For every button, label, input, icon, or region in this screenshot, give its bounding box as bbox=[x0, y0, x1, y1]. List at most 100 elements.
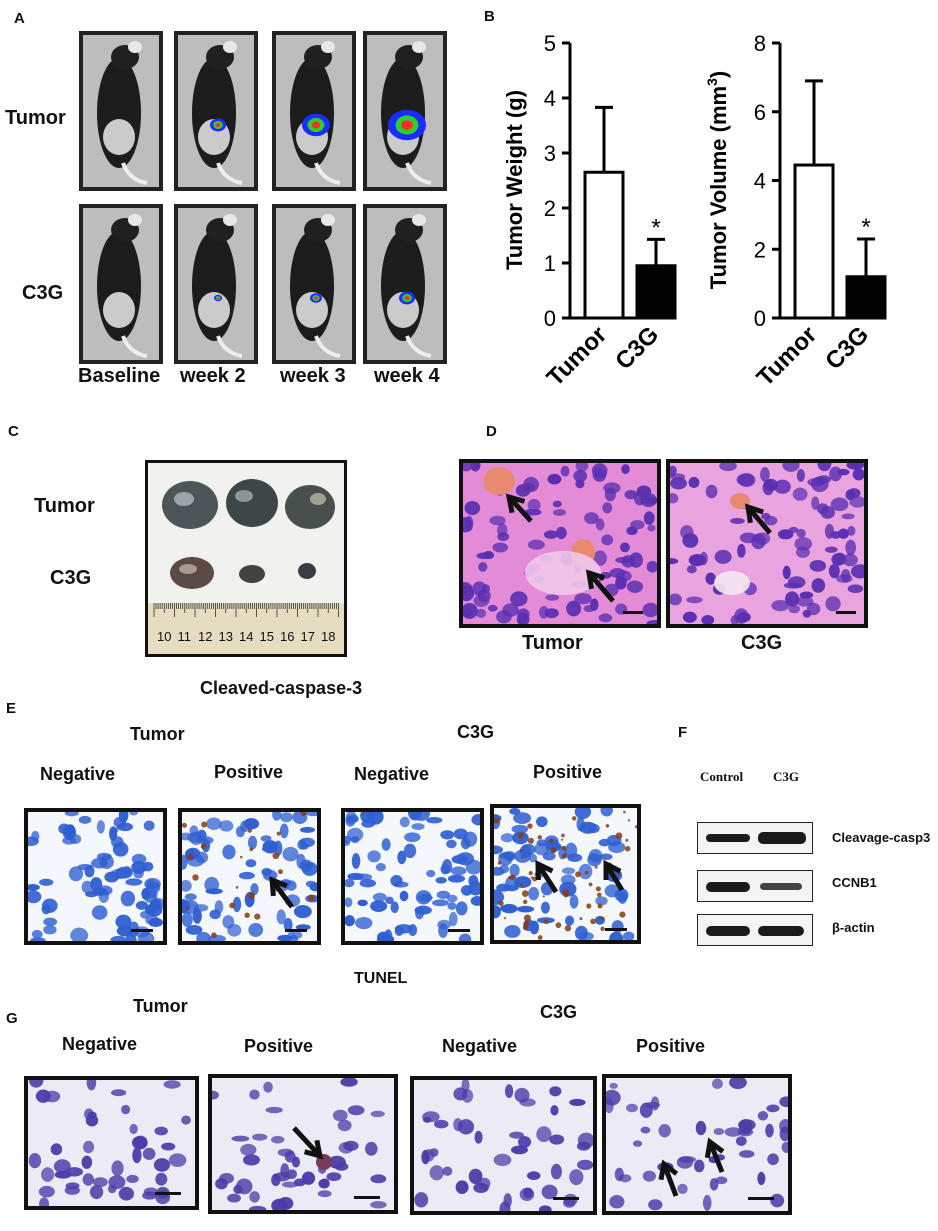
stain-dot bbox=[187, 853, 194, 860]
nucleus bbox=[560, 465, 570, 477]
stain-dot bbox=[617, 872, 621, 876]
stain-dot bbox=[276, 831, 281, 836]
stain-dot bbox=[521, 890, 529, 897]
nucleus bbox=[719, 463, 737, 472]
nucleus bbox=[360, 812, 375, 824]
nucleus bbox=[632, 1140, 643, 1147]
mouse-silhouette bbox=[178, 208, 254, 360]
stain-dot bbox=[564, 925, 572, 932]
wb-blot-ccnb1 bbox=[697, 870, 813, 902]
y-axis-label: Tumor Volume (mm3) bbox=[704, 71, 731, 289]
nucleus bbox=[811, 496, 820, 510]
bar-tumor bbox=[583, 170, 625, 320]
nucleus bbox=[375, 862, 386, 872]
nucleus bbox=[390, 901, 399, 914]
stain-dot bbox=[537, 835, 542, 840]
nucleus bbox=[523, 1187, 534, 1199]
nucleus bbox=[132, 1147, 142, 1164]
nucleus bbox=[248, 1205, 267, 1210]
nucleus bbox=[196, 931, 211, 941]
nucleus bbox=[846, 463, 864, 470]
wb-label-beta-actin: β-actin bbox=[832, 920, 875, 935]
nucleus bbox=[404, 832, 421, 842]
stain-dot bbox=[594, 865, 598, 869]
nucleus bbox=[820, 506, 835, 519]
stain-dot bbox=[561, 845, 567, 851]
nucleus bbox=[299, 826, 316, 833]
nucleus bbox=[609, 1082, 618, 1089]
stain-dot bbox=[619, 911, 626, 918]
nucleus bbox=[81, 880, 93, 894]
nucleus bbox=[461, 1089, 474, 1103]
nucleus bbox=[686, 596, 703, 604]
column-label-week-2: week 2 bbox=[180, 365, 246, 387]
stain-dot bbox=[625, 838, 629, 842]
stain-dot bbox=[605, 824, 610, 828]
nucleus bbox=[245, 859, 257, 868]
nucleus bbox=[81, 1155, 93, 1169]
nucleus bbox=[446, 839, 457, 849]
nucleus bbox=[550, 1163, 562, 1180]
nucleus bbox=[504, 925, 521, 938]
nucleus bbox=[837, 468, 850, 476]
stain-dot bbox=[634, 825, 637, 829]
ruler-number: 18 bbox=[321, 629, 335, 644]
nucleus bbox=[487, 604, 498, 612]
stain-dot bbox=[579, 917, 583, 921]
nucleus bbox=[809, 559, 827, 572]
y-axis-label: Tumor Weight (g) bbox=[502, 90, 527, 270]
category-label: C3G bbox=[820, 321, 874, 375]
nucleus bbox=[626, 526, 638, 536]
scale-bar bbox=[448, 929, 470, 932]
stain-dot bbox=[562, 853, 568, 859]
stain-dot bbox=[542, 895, 545, 898]
nucleus bbox=[555, 526, 567, 540]
nucleus bbox=[606, 1098, 614, 1114]
nucleus bbox=[90, 877, 103, 892]
caspase-title: Cleaved-caspase-3 bbox=[200, 678, 363, 698]
stain-dot bbox=[509, 874, 516, 880]
category-label: Tumor bbox=[542, 321, 613, 392]
panel-label-f: F bbox=[678, 724, 688, 741]
nucleus bbox=[263, 1081, 273, 1093]
nucleus bbox=[182, 899, 191, 914]
nucleus bbox=[584, 512, 599, 525]
nucleus bbox=[447, 874, 466, 883]
panel-label-e: E bbox=[6, 700, 17, 717]
mouse-silhouette bbox=[276, 208, 352, 360]
nucleus bbox=[438, 923, 448, 938]
nucleus bbox=[249, 1191, 260, 1203]
nucleus bbox=[118, 812, 129, 823]
nucleus bbox=[670, 465, 677, 477]
nucleus bbox=[249, 1089, 260, 1100]
nucleus bbox=[135, 900, 149, 910]
stain-dot bbox=[498, 900, 504, 907]
y-tick-label: 2 bbox=[754, 237, 766, 262]
nucleus bbox=[433, 1119, 449, 1129]
nucleus bbox=[509, 808, 521, 815]
nucleus bbox=[279, 823, 289, 839]
bar-c3g bbox=[845, 275, 887, 320]
stain-dot bbox=[590, 918, 596, 925]
nucleus bbox=[182, 879, 192, 892]
nucleus bbox=[436, 890, 451, 899]
stain-dot bbox=[248, 892, 255, 899]
nucleus bbox=[347, 872, 364, 881]
nucleus bbox=[332, 1109, 348, 1122]
arrowhead-icon bbox=[744, 503, 764, 524]
ruler-number: 15 bbox=[260, 629, 274, 644]
stain-dot bbox=[519, 848, 522, 852]
nucleus bbox=[70, 927, 89, 941]
nucleus bbox=[458, 933, 472, 941]
nucleus bbox=[343, 1140, 359, 1151]
nucleus bbox=[131, 861, 147, 874]
column-label-week-3: week 3 bbox=[280, 365, 346, 387]
tunel-group-tumor: Tumor bbox=[133, 996, 188, 1016]
nucleus bbox=[494, 904, 501, 919]
nucleus bbox=[131, 853, 147, 865]
panel-label-c: C bbox=[8, 423, 19, 440]
nucleus bbox=[238, 871, 255, 880]
nucleus bbox=[423, 1149, 435, 1162]
nucleus bbox=[603, 482, 621, 494]
nucleus bbox=[514, 1087, 530, 1103]
